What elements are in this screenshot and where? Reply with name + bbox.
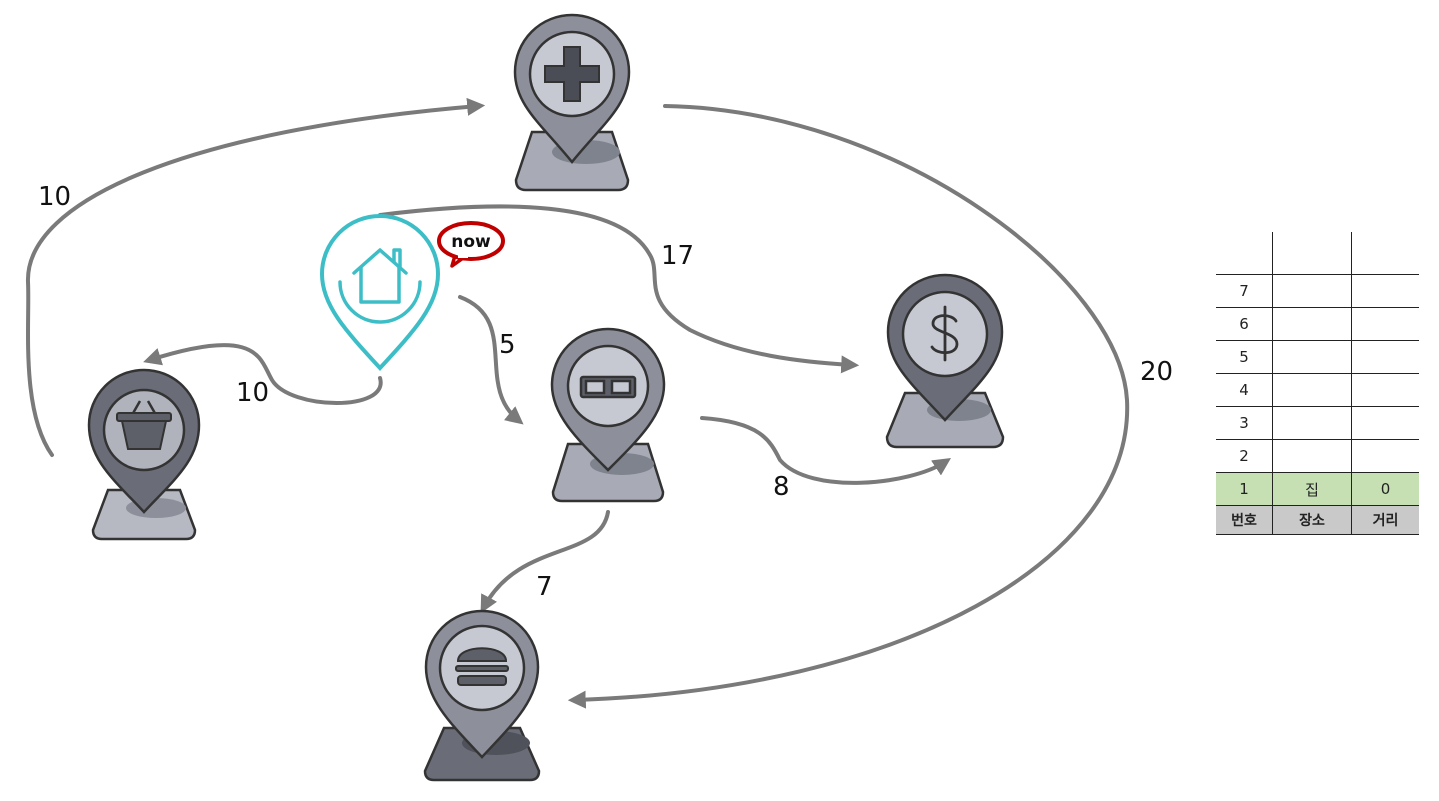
edge-home-cart — [143, 343, 383, 405]
table-cell-place — [1272, 307, 1352, 341]
table-cell-place: 집 — [1272, 472, 1352, 506]
node-bank — [885, 273, 1005, 449]
table-cell-distance — [1351, 232, 1419, 275]
column-header-number: 번호 — [1216, 505, 1273, 535]
edge-weight-cart-hospital: 10 — [38, 182, 71, 212]
edge-weight-home-cart: 10 — [236, 378, 269, 408]
edge-glasses-bank — [700, 416, 952, 485]
table-cell-place — [1272, 340, 1352, 374]
edge-weight-hospital-burger: 20 — [1140, 357, 1173, 387]
column-header-distance: 거리 — [1351, 505, 1419, 535]
hospital-cross-icon — [544, 46, 600, 102]
table-cell-distance — [1351, 340, 1419, 374]
edge-hospital-burger — [567, 104, 1130, 709]
table-cell-number: 4 — [1216, 373, 1273, 407]
node-home — [319, 214, 441, 371]
table-cell-number: 6 — [1216, 307, 1273, 341]
now-badge: now — [437, 221, 505, 268]
edge-weight-home-bank: 17 — [661, 241, 694, 271]
table-row — [1216, 232, 1419, 275]
edge-weight-glasses-bank: 8 — [773, 472, 790, 502]
edge-glasses-burger — [480, 510, 610, 614]
shopping-basket-icon — [116, 400, 172, 450]
burger-icon — [455, 647, 509, 686]
edge-home-glasses — [458, 295, 524, 425]
table-row: 3 — [1216, 406, 1419, 440]
node-hospital — [513, 13, 631, 192]
table-cell-place — [1272, 232, 1352, 275]
distance-table: 7 6 5 4 3 2 1 — [1216, 232, 1419, 535]
table-cell-distance — [1351, 274, 1419, 308]
table-row: 7 — [1216, 274, 1419, 308]
table-row: 5 — [1216, 340, 1419, 374]
table-cell-number: 7 — [1216, 274, 1273, 308]
table-cell-place — [1272, 406, 1352, 440]
edge-home-bank — [378, 204, 860, 374]
node-cart — [87, 368, 201, 541]
now-label: now — [451, 232, 491, 252]
table-cell-place — [1272, 373, 1352, 407]
dollar-icon — [930, 305, 959, 362]
column-header-place: 장소 — [1272, 505, 1352, 535]
table-cell-place — [1272, 274, 1352, 308]
table-row-start: 1 집 0 — [1216, 472, 1419, 506]
edge-cart-hospital — [25, 97, 486, 457]
table-row: 6 — [1216, 307, 1419, 341]
table-cell-distance — [1351, 373, 1419, 407]
home-icon — [338, 248, 422, 324]
table-cell-number: 3 — [1216, 406, 1273, 440]
edge-weight-glasses-burger: 7 — [536, 572, 553, 602]
table-cell-distance — [1351, 406, 1419, 440]
table-cell-place — [1272, 439, 1352, 473]
table-cell-distance — [1351, 307, 1419, 341]
table-cell-distance — [1351, 439, 1419, 473]
table-header-row: 번호 장소 거리 — [1216, 505, 1419, 535]
table-cell-number — [1216, 232, 1273, 275]
table-row: 4 — [1216, 373, 1419, 407]
table-cell-distance: 0 — [1351, 472, 1419, 506]
edge-weight-home-glasses: 5 — [499, 330, 516, 360]
node-burger — [423, 609, 541, 782]
table-cell-number: 1 — [1216, 472, 1273, 506]
table-cell-number: 5 — [1216, 340, 1273, 374]
node-glasses — [550, 327, 666, 503]
glasses-icon — [579, 375, 637, 399]
table-row: 2 — [1216, 439, 1419, 473]
table-cell-number: 2 — [1216, 439, 1273, 473]
